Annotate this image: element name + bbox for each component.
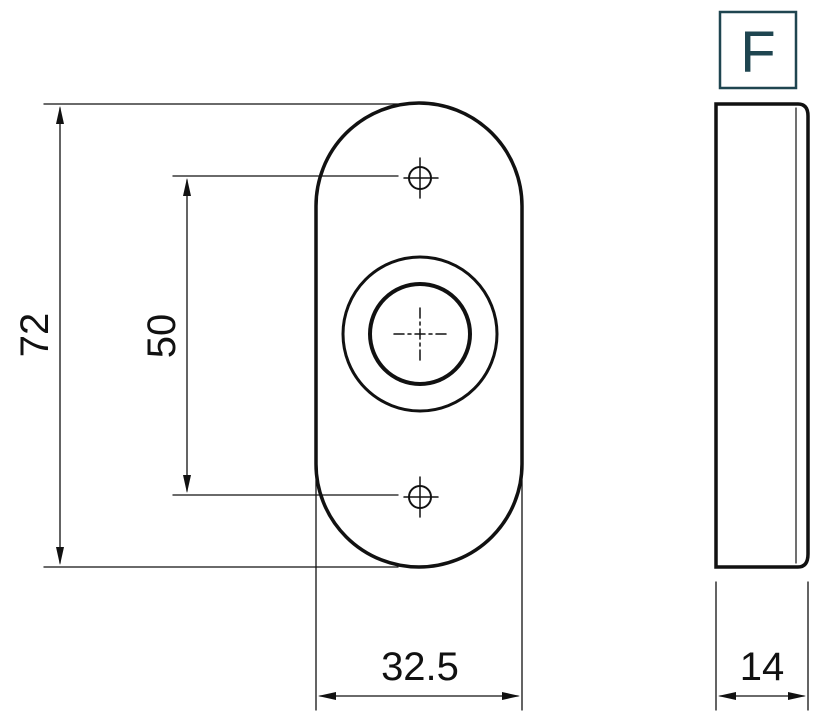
dim-label-height: 72 bbox=[13, 313, 57, 358]
dim-label-thickness: 14 bbox=[740, 645, 785, 689]
upper-screw-hole bbox=[403, 157, 439, 199]
badge-frame bbox=[718, 10, 798, 90]
rosette-plate-outline bbox=[314, 101, 524, 569]
center-crosshair bbox=[393, 307, 447, 361]
dimension-lines bbox=[59, 107, 805, 697]
dim-label-width: 32.5 bbox=[381, 645, 459, 689]
badge-letter: F bbox=[740, 20, 775, 85]
side-view-outline bbox=[714, 102, 810, 569]
lower-screw-hole bbox=[403, 476, 439, 518]
extension-lines bbox=[43, 103, 809, 711]
arrowheads bbox=[56, 106, 806, 700]
boss-inner-hole bbox=[368, 282, 472, 386]
dim-label-hole-spacing: 50 bbox=[140, 314, 184, 359]
boss-outer-ring bbox=[341, 255, 499, 413]
